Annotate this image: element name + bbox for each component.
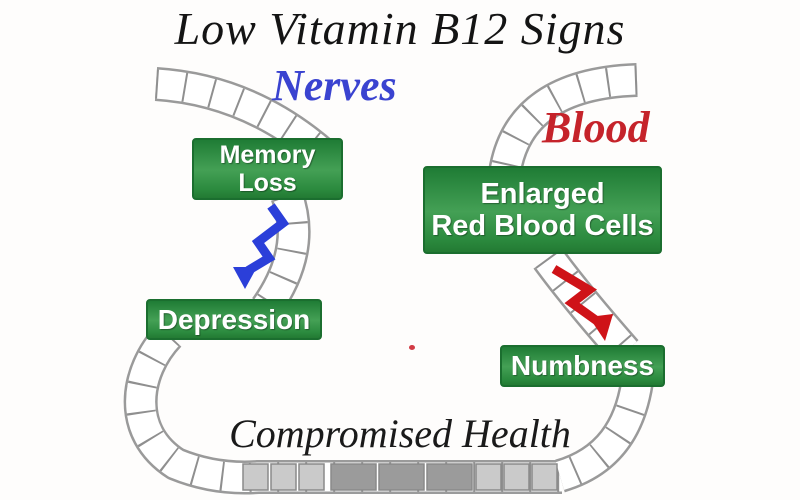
- sign-box-line: Numbness: [510, 350, 655, 382]
- sign-box-line: Enlarged: [480, 177, 605, 210]
- blue-zigzag-arrow-icon: [233, 203, 290, 289]
- blood-label: Blood: [542, 103, 650, 152]
- sign-box-numbness: Numbness: [500, 345, 665, 387]
- track-nerves-middle: [251, 189, 311, 318]
- sign-box-depression: Depression: [146, 299, 322, 340]
- page-title: Low Vitamin B12 Signs: [174, 3, 626, 54]
- track-blood-top: [488, 63, 638, 176]
- nerves-label: Nerves: [272, 61, 397, 110]
- sign-box-line: Memory: [219, 141, 316, 169]
- sign-box-memory-loss: Memory Loss: [192, 138, 343, 200]
- sign-box-enlarged-red-blood-cells: Enlarged Red Blood Cells: [423, 166, 662, 254]
- bottom-strip-cells: [242, 463, 558, 491]
- sign-box-line: Depression: [157, 303, 311, 335]
- footer-label: Compromised Health: [229, 411, 571, 456]
- red-zigzag-arrow-icon: [551, 265, 613, 341]
- track-bottom-loop: [123, 323, 562, 495]
- track-blood-bottom: [554, 379, 654, 493]
- sign-box-line: Red Blood Cells: [431, 210, 654, 242]
- sign-box-line: Loss: [238, 169, 297, 197]
- red-speck: [409, 345, 415, 350]
